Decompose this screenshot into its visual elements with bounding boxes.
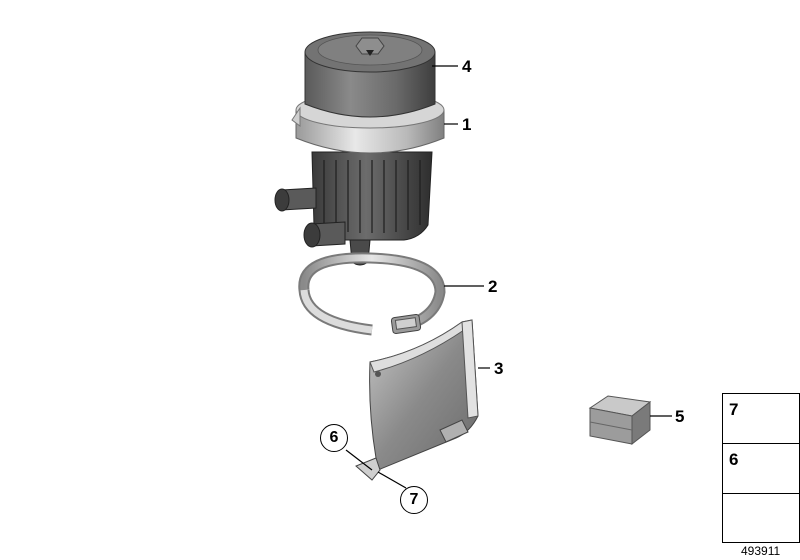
callout-1: 1 bbox=[462, 115, 472, 134]
reservoir-assembly bbox=[274, 31, 445, 266]
legend-number-6: 6 bbox=[729, 450, 739, 469]
callout-4: 4 bbox=[462, 57, 472, 76]
callout-7-circled: 7 bbox=[400, 486, 428, 514]
bracket bbox=[355, 319, 479, 481]
callout-6-circled: 6 bbox=[320, 424, 348, 452]
leader-lines bbox=[345, 65, 672, 489]
hose-clamp bbox=[298, 252, 446, 336]
rubber-pad bbox=[588, 395, 652, 446]
callout-5: 5 bbox=[675, 407, 685, 426]
legend-number-7: 7 bbox=[729, 400, 739, 419]
callout-3: 3 bbox=[494, 359, 504, 378]
callout-2: 2 bbox=[488, 277, 498, 296]
legend-cell-nut: 6 bbox=[723, 444, 799, 494]
reservoir-body bbox=[274, 151, 433, 266]
diagram-reference-number: 493911 bbox=[741, 544, 781, 558]
legend-cell-screw: 7 bbox=[723, 394, 799, 444]
reservoir-cap bbox=[304, 31, 436, 118]
parts-legend: 7 6 bbox=[722, 393, 800, 543]
